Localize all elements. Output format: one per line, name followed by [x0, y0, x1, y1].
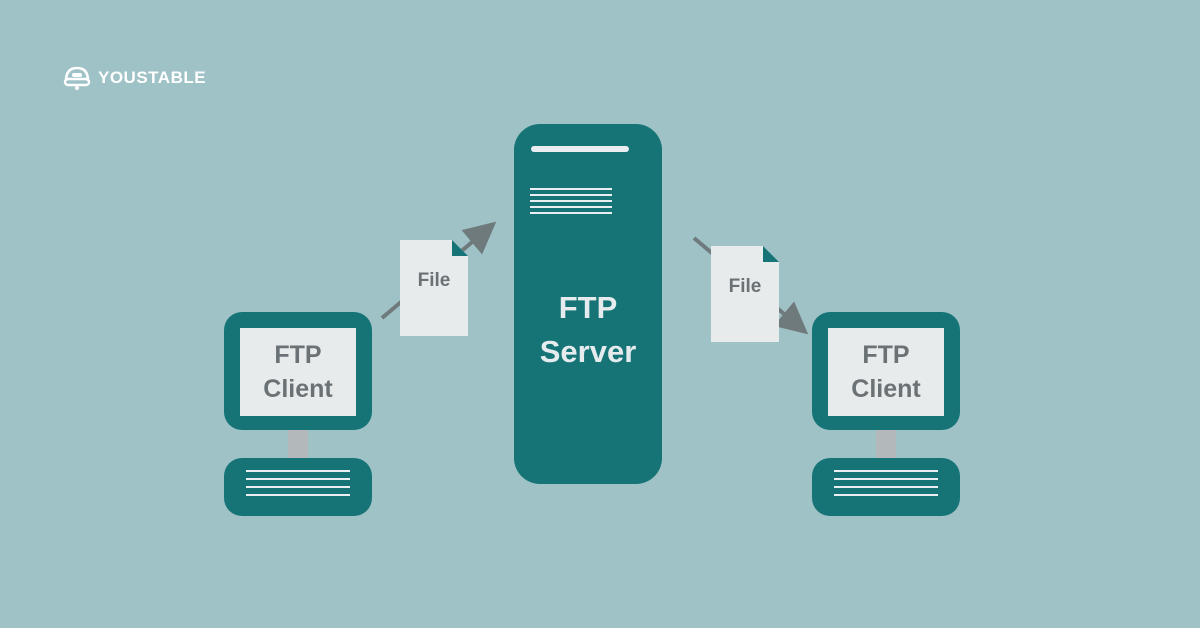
server-drive-slot — [531, 146, 629, 152]
server-vents — [530, 188, 612, 218]
helmet-icon — [63, 66, 91, 90]
client-label: FTP Client — [851, 341, 921, 403]
brand-name: YOUSTABLE — [98, 68, 207, 87]
brand-logo: YOUSTABLE — [62, 64, 206, 92]
ftp-client-left: FTP Client — [224, 312, 372, 516]
client-label: FTP Client — [263, 341, 333, 403]
keyboard — [812, 458, 960, 516]
monitor: FTP Client — [812, 312, 960, 430]
monitor-screen: FTP Client — [828, 328, 944, 416]
monitor-stand — [288, 430, 308, 458]
document-icon — [711, 246, 779, 342]
file-document-right: File — [711, 246, 779, 342]
server-label: FTP Server — [539, 290, 637, 369]
document-icon — [400, 240, 468, 336]
monitor: FTP Client — [224, 312, 372, 430]
file-label: File — [417, 270, 451, 291]
monitor-stand — [876, 430, 896, 458]
file-document-left: File — [400, 240, 468, 336]
keyboard — [224, 458, 372, 516]
ftp-client-right: FTP Client — [812, 312, 960, 516]
ftp-server: FTP Server — [514, 124, 662, 484]
monitor-screen: FTP Client — [240, 328, 356, 416]
file-label: File — [728, 276, 762, 297]
